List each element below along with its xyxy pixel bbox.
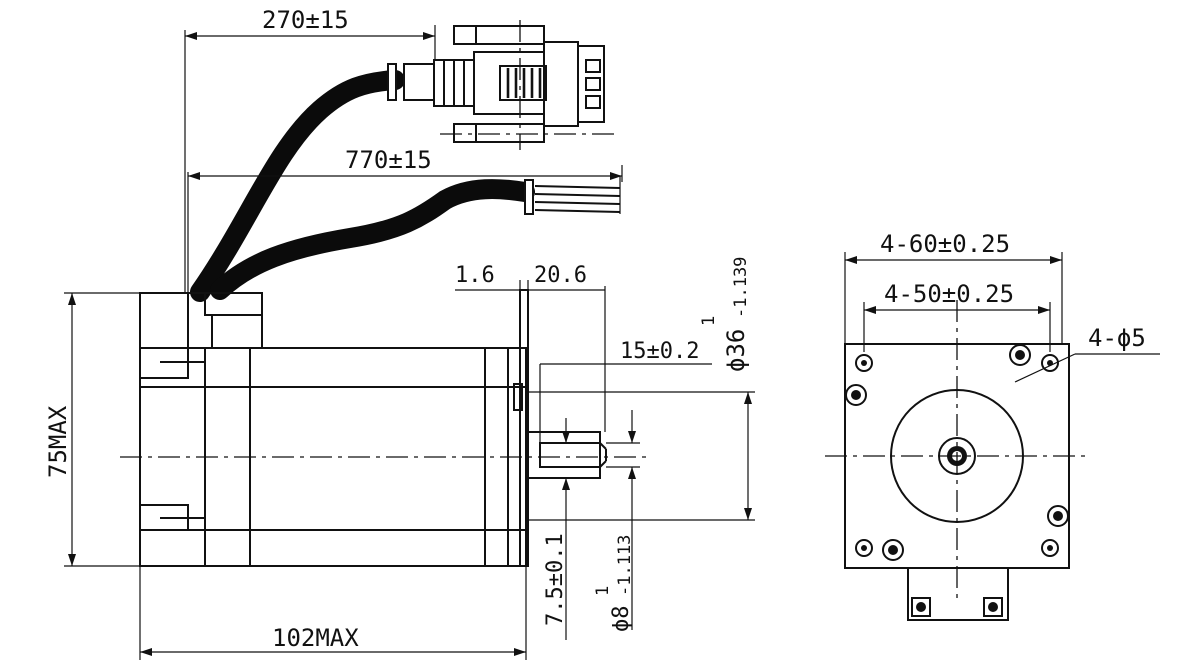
label-270: 270±15 — [262, 6, 349, 34]
label-7-5: 7.5±0.1 — [543, 533, 568, 626]
label-75max: 75MAX — [44, 405, 72, 478]
encoder-cable-ring — [387, 63, 397, 101]
label-shaft-8: ϕ8 — [609, 606, 634, 633]
dimension-shaft-diameter: ϕ8 -1.113 1 — [593, 410, 640, 632]
label-20-6: 20.6 — [534, 263, 587, 288]
dimension-outer-holes: 4-60±0.25 — [844, 230, 1063, 344]
label-shaft-tol-upper: 1 — [593, 586, 613, 596]
dimension-inner-holes: 4-50±0.25 — [863, 280, 1051, 352]
power-cable-ring — [524, 179, 534, 215]
label-4-50: 4-50±0.25 — [884, 280, 1014, 308]
side-view: 270±15 770±15 1.6 20.6 15±0.2 — [44, 6, 755, 660]
dimension-power-cable: 770±15 — [187, 146, 623, 292]
dimension-hole-diameter: 4-ϕ5 — [1014, 324, 1160, 383]
label-pilot-36: ϕ36 — [722, 329, 750, 372]
encoder-connector — [403, 20, 620, 150]
dimension-flange: 1.6 20.6 — [455, 263, 606, 432]
label-shaft-tolerance: -1.113 — [615, 535, 635, 596]
motor-body — [120, 289, 650, 567]
dimension-shaft-length: 15±0.2 — [539, 339, 712, 443]
label-770: 770±15 — [345, 146, 432, 174]
front-connector-block — [907, 567, 1009, 621]
cables — [190, 63, 621, 302]
label-15: 15±0.2 — [620, 339, 699, 364]
dimension-length: 102MAX — [139, 566, 527, 660]
label-4-60: 4-60±0.25 — [880, 230, 1010, 258]
dimension-pilot-diameter: ϕ36 -1.139 1 — [528, 257, 755, 521]
power-cable — [210, 179, 535, 300]
label-1-6: 1.6 — [455, 263, 495, 288]
encoder-cable — [190, 70, 405, 302]
label-pilot-tol-upper: 1 — [699, 316, 719, 326]
power-wires — [534, 185, 621, 213]
label-4-phi5: 4-ϕ5 — [1088, 324, 1146, 352]
dimension-height: 75MAX — [44, 292, 140, 567]
label-pilot-tolerance: -1.139 — [731, 257, 751, 318]
dimension-encoder-cable: 270±15 — [184, 6, 436, 292]
dimension-flat-depth: 7.5±0.1 — [543, 418, 570, 640]
mounting-holes — [845, 344, 1069, 561]
label-102max: 102MAX — [272, 624, 359, 652]
front-view: 4-60±0.25 4-50±0.25 4-ϕ5 — [825, 230, 1160, 621]
